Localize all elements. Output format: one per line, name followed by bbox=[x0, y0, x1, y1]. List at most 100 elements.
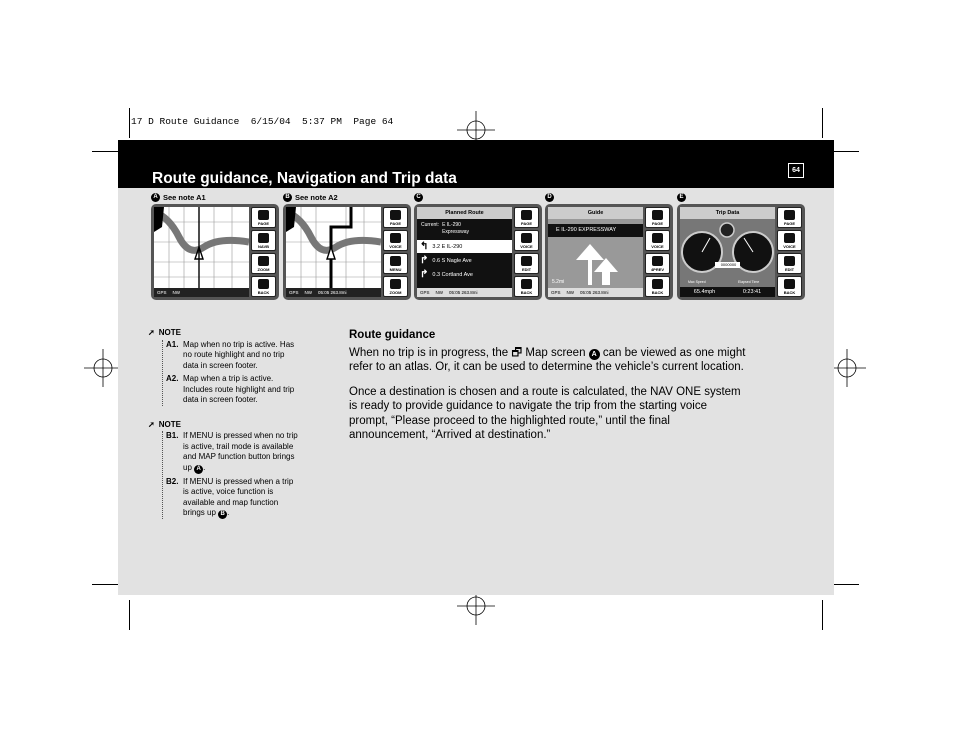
map-display: GPS NW bbox=[154, 207, 249, 297]
road-banner: E IL-290 EXPRESSWAY bbox=[548, 224, 643, 237]
heading-label: NW bbox=[566, 290, 575, 295]
turn-right-icon: ↱ bbox=[420, 269, 429, 280]
page-button[interactable]: PAGE bbox=[251, 207, 276, 228]
trip-info: 05:05 263.8mi bbox=[580, 290, 609, 295]
button-label: ZOOM bbox=[257, 266, 270, 272]
paragraph: When no trip is in progress, the 🗗 Map s… bbox=[349, 346, 749, 375]
route-row[interactable]: ↱ 0.3 Cortland Ave bbox=[417, 268, 512, 281]
note-text-body: If MENU is pressed when no trip is activ… bbox=[183, 431, 298, 472]
status-footer: GPS NW 05:05 263.8mi bbox=[286, 288, 381, 297]
function-buttons: PAGE NAVB ZOOM BACK bbox=[251, 207, 276, 297]
screen-c-label: C bbox=[414, 193, 423, 202]
zoom-button[interactable]: ZOOM bbox=[383, 276, 408, 297]
voice-icon bbox=[390, 232, 401, 243]
screen-a-label: A See note A1 bbox=[151, 193, 206, 202]
crop-mark bbox=[129, 108, 130, 138]
edit-button[interactable]: EDIT bbox=[514, 253, 539, 274]
refresh-icon bbox=[652, 255, 663, 266]
screen-title: Guide bbox=[548, 207, 643, 219]
note-block: A1.Map when no trip is active. Has no ro… bbox=[162, 339, 298, 406]
back-button[interactable]: BACK bbox=[251, 276, 276, 297]
button-label: EDIT bbox=[784, 266, 795, 272]
back-icon bbox=[784, 278, 795, 289]
planned-route-display: Planned Route Current: E IL-290 Expressw… bbox=[417, 207, 512, 297]
route-row[interactable]: ↰ 3.2 E IL-290 bbox=[417, 240, 512, 253]
button-label: PAGE bbox=[520, 220, 533, 226]
note-item: A2. Map when a trip is active. Includes r… bbox=[166, 374, 298, 406]
street-map-image bbox=[286, 207, 381, 297]
voice-button[interactable]: VOICE bbox=[514, 230, 539, 251]
callout-badge: B bbox=[218, 510, 228, 519]
paragraph-text: can be viewed as one might refer to an a… bbox=[349, 346, 746, 374]
button-label: BACK bbox=[520, 289, 533, 295]
gps-label: GPS bbox=[420, 290, 430, 295]
function-buttons: PAGE VOICE MENU ZOOM bbox=[383, 207, 408, 297]
gps-label: GPS bbox=[157, 290, 167, 295]
button-label: PAGE bbox=[257, 220, 270, 226]
note-item: A1.Map when no trip is active. Has no ro… bbox=[166, 340, 298, 372]
button-label: MENU bbox=[389, 266, 402, 272]
button-label: 4PREV bbox=[650, 266, 665, 272]
route-row[interactable]: ↱ 0.6 S Nagle Ave bbox=[417, 254, 512, 267]
paragraph: Once a destination is chosen and a route… bbox=[349, 385, 741, 442]
gauge-cluster-image bbox=[681, 222, 774, 273]
paragraph-text: Map screen bbox=[525, 346, 586, 359]
nav-icon bbox=[258, 232, 269, 243]
note-text: Map when no trip is active. Has no route… bbox=[183, 339, 295, 370]
button-label: BACK bbox=[783, 289, 796, 295]
speed-caption: Max Speed bbox=[688, 280, 706, 284]
voice-button[interactable]: VOICE bbox=[383, 230, 408, 251]
note-heading: ➚NOTE bbox=[148, 328, 298, 339]
turn-arrow-icon bbox=[576, 244, 618, 285]
note-item: B1.If MENU is pressed when no trip is ac… bbox=[166, 431, 298, 474]
menu-icon bbox=[390, 255, 401, 266]
trip-footer: 65.4mph 0:23:41 bbox=[680, 287, 775, 297]
page-button[interactable]: PAGE bbox=[645, 207, 670, 228]
map-display: GPS NW 05:05 263.8mi bbox=[286, 207, 381, 297]
page-button[interactable]: PAGE bbox=[514, 207, 539, 228]
status-footer: GPS NW 05:05 263.8mi bbox=[548, 288, 643, 297]
note-key: A2. bbox=[166, 374, 179, 383]
time-caption: Elapsed Time bbox=[738, 280, 760, 284]
status-footer: GPS NW bbox=[154, 288, 249, 297]
crop-mark bbox=[822, 108, 823, 138]
voice-button[interactable]: VOICE bbox=[777, 230, 802, 251]
crop-mark bbox=[829, 151, 859, 152]
paragraph-text: When no trip is in progress, the bbox=[349, 346, 509, 359]
page-button[interactable]: PAGE bbox=[383, 207, 408, 228]
speed-value: 65.4mph bbox=[693, 289, 716, 295]
button-label: VOICE bbox=[783, 243, 796, 249]
heading-label: NW bbox=[172, 290, 181, 295]
back-button[interactable]: BACK bbox=[514, 276, 539, 297]
heading-label: NW bbox=[304, 290, 313, 295]
gps-label: GPS bbox=[289, 290, 299, 295]
zoom-button[interactable]: ZOOM bbox=[251, 253, 276, 274]
trip-data-display: Trip Data 0000000 Max Speed Elapsed Time… bbox=[680, 207, 775, 297]
voice-icon bbox=[784, 232, 795, 243]
back-button[interactable]: BACK bbox=[645, 276, 670, 297]
screen-e-label: E bbox=[677, 193, 686, 202]
gps-label: GPS bbox=[551, 290, 561, 295]
screen-e: Trip Data 0000000 Max Speed Elapsed Time… bbox=[677, 204, 805, 300]
back-icon bbox=[521, 278, 532, 289]
registration-mark-icon bbox=[84, 349, 122, 387]
button-label: VOICE bbox=[520, 243, 533, 249]
zoom-icon bbox=[390, 278, 401, 289]
note-block: B1.If MENU is pressed when no trip is ac… bbox=[162, 431, 298, 519]
back-button[interactable]: BACK bbox=[777, 276, 802, 297]
section-heading: Route guidance bbox=[349, 329, 436, 341]
menu-button[interactable]: MENU bbox=[383, 253, 408, 274]
current-road: Current: E IL-290 Expressway bbox=[421, 222, 482, 236]
button-label: PAGE bbox=[389, 220, 402, 226]
note-text: Map when a trip is active. Includes rout… bbox=[183, 374, 295, 404]
note-text: If MENU is pressed when no trip is activ… bbox=[183, 431, 298, 474]
prev-button[interactable]: 4PREV bbox=[645, 253, 670, 274]
status-footer: GPS NW 05:05 263.8mi bbox=[417, 288, 512, 297]
note-key: B2. bbox=[166, 476, 179, 486]
voice-button[interactable]: VOICE bbox=[645, 230, 670, 251]
button-label: PAGE bbox=[651, 220, 664, 226]
page-button[interactable]: PAGE bbox=[777, 207, 802, 228]
navb-button[interactable]: NAVB bbox=[251, 230, 276, 251]
body-text: Route guidance When no trip is in progre… bbox=[349, 328, 749, 453]
edit-button[interactable]: EDIT bbox=[777, 253, 802, 274]
